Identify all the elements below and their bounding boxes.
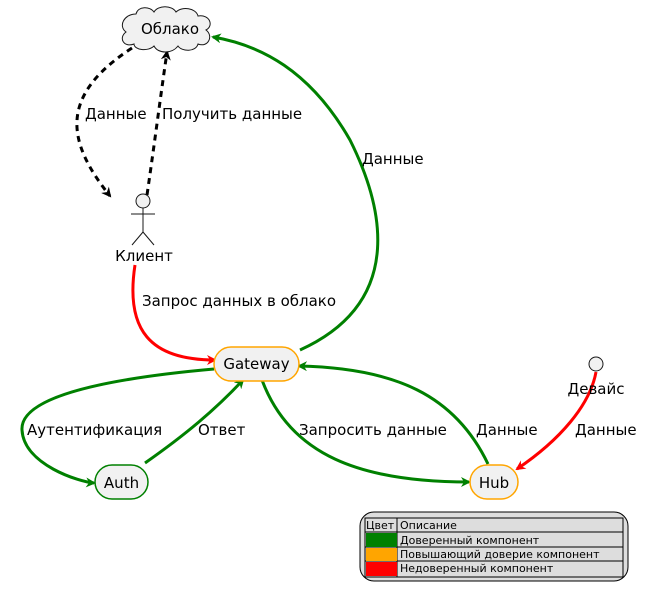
node-auth: Auth (94, 464, 149, 500)
edge-gateway-to-auth (20, 367, 215, 488)
node-device: Девайс (568, 356, 625, 398)
edge-label-cloud-to-client: Данные (85, 105, 147, 123)
legend-header-description: Описание (400, 519, 457, 532)
interface-circle-icon (588, 356, 604, 372)
legend-description-trust-raising: Повышающий доверие компонент (400, 548, 600, 561)
edge-label-gateway-to-auth: Аутентификация (27, 421, 162, 439)
edge-label-gateway-to-cloud: Данные (362, 150, 424, 168)
edge-label-gateway-to-hub: Запросить данные (299, 421, 447, 439)
edge-cloud-to-client (75, 46, 133, 198)
node-label-gateway: Gateway (223, 355, 289, 373)
edge-label-client-to-gateway: Запрос данных в облако (142, 292, 336, 310)
legend-header-color: Цвет (366, 519, 395, 532)
node-label-hub: Hub (479, 474, 509, 492)
edge-label-hub-to-gateway: Данные (476, 421, 538, 439)
edge-client-to-cloud (145, 50, 171, 196)
edge-label-client-to-cloud: Получить данные (162, 105, 302, 123)
legend: Цвет Описание Доверенный компонент Повыш… (359, 511, 629, 582)
edge-client-to-gateway (131, 264, 217, 365)
node-hub: Hub (469, 464, 519, 500)
edge-auth-to-gateway (144, 378, 245, 465)
edge-hub-to-gateway (297, 361, 490, 465)
edge-gateway-to-cloud (211, 33, 380, 352)
node-label-client: Клиент (115, 247, 173, 265)
node-label-auth: Auth (104, 474, 139, 492)
legend-description-untrusted: Недоверенный компонент (400, 562, 554, 575)
node-client: Клиент (115, 193, 173, 265)
legend-description-trusted: Доверенный компонент (400, 534, 540, 547)
node-label-device: Девайс (568, 380, 625, 398)
edge-device-to-hub (515, 371, 598, 471)
node-gateway: Gateway (213, 346, 300, 382)
node-label-cloud: Облако (141, 20, 199, 38)
edge-gateway-to-hub (260, 379, 471, 487)
cloud-icon (121, 6, 211, 53)
legend-swatch-trusted (366, 533, 397, 547)
legend-swatch-untrusted (366, 562, 397, 576)
edge-label-device-to-hub: Данные (575, 421, 637, 439)
legend-swatch-trust-raising (366, 548, 397, 561)
actor-icon (131, 193, 155, 246)
edge-label-auth-to-gateway: Ответ (198, 421, 246, 439)
node-cloud: Облако (121, 6, 211, 53)
